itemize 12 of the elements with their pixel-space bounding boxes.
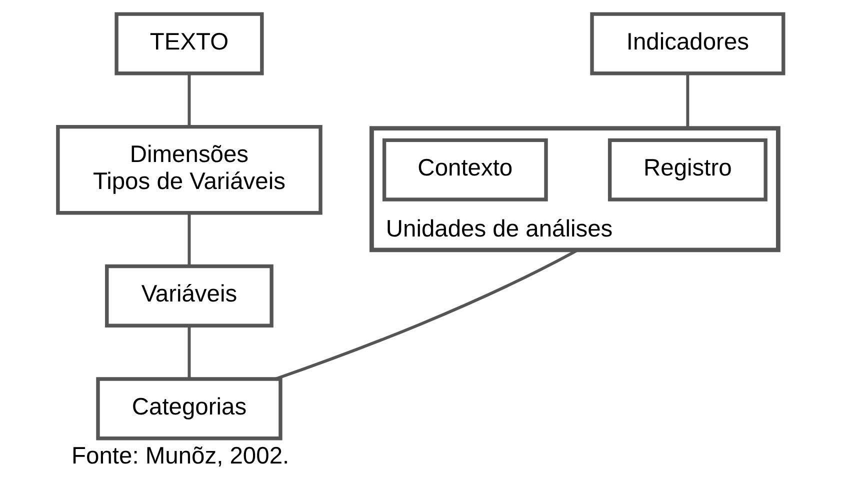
connector: [188, 74, 191, 126]
caption: Fonte: Munõz, 2002.: [72, 443, 290, 470]
node-box: Contexto: [382, 138, 548, 202]
node-box: Registro: [608, 138, 768, 202]
connector: [686, 74, 690, 128]
node-box: Dimensões Tipos de Variáveis: [56, 124, 322, 215]
connector: [188, 213, 191, 266]
node-box: Indicadores: [590, 12, 786, 76]
connector: [188, 326, 191, 379]
node-box: Variáveis: [105, 264, 274, 328]
node-box: Categorias: [96, 377, 282, 440]
node-box: TEXTO: [114, 12, 264, 76]
